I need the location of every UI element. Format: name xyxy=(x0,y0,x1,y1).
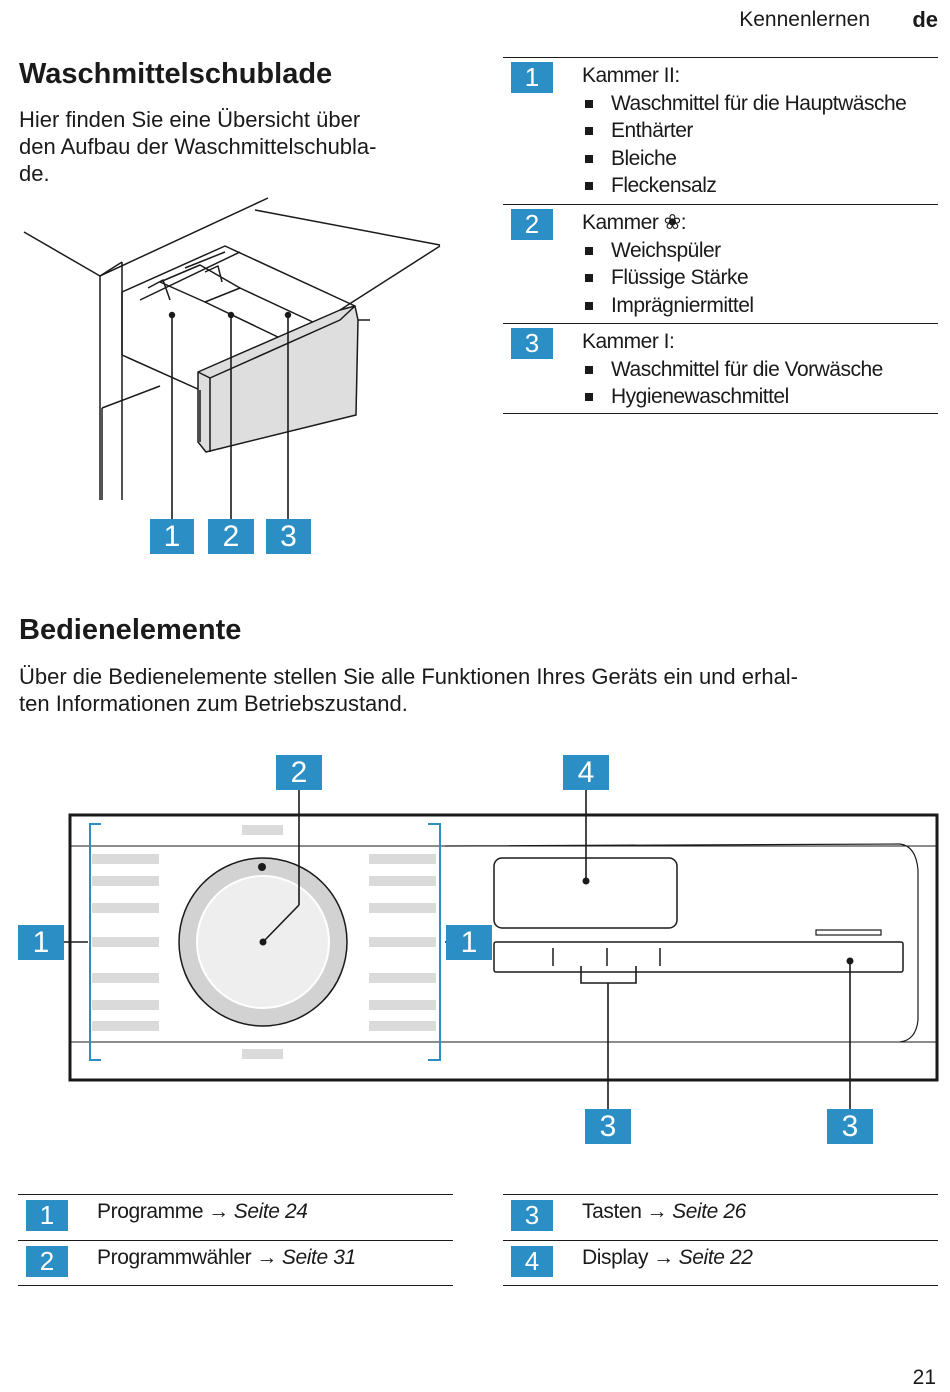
arrow-icon: → xyxy=(256,1246,277,1269)
reference-page-link[interactable]: Seite 26 xyxy=(672,1200,746,1223)
drawer-intro-line: den Aufbau der Waschmittelschubla- xyxy=(19,134,377,159)
chamber-label: Kammer ❀: xyxy=(582,211,687,234)
reference-badge: 3 xyxy=(511,1200,553,1231)
drawer-illustration xyxy=(23,197,441,520)
controls-intro: Über die Bedienelemente stellen Sie alle… xyxy=(19,663,944,717)
arrow-icon: → xyxy=(646,1200,668,1223)
chamber-item: Imprägniermittel xyxy=(582,292,754,320)
reference-badge: 4 xyxy=(511,1246,553,1277)
reference-label: Tasten xyxy=(582,1200,642,1223)
chamber-number-badge: 3 xyxy=(511,328,553,359)
reference-label: Display xyxy=(582,1246,649,1269)
panel-callout-buttons: 3 xyxy=(585,1109,631,1144)
chamber-label: Kammer I: xyxy=(582,330,675,353)
reference-page-link[interactable]: Seite 24 xyxy=(233,1200,308,1223)
reference-entry-buttons: Tasten→Seite 26 xyxy=(582,1200,746,1224)
control-panel-illustration xyxy=(62,788,939,1110)
chamber-entry: Kammer ❀: Weichspüler Flüssige Stärke Im… xyxy=(582,209,754,319)
chamber-entry: Kammer II: Waschmittel für die Hauptwäsc… xyxy=(582,62,907,200)
reference-entry-programs: Programme→Seite 24 xyxy=(97,1200,308,1224)
drawer-intro: Hier finden Sie eine Übersicht über den … xyxy=(19,106,459,187)
table-rule xyxy=(18,1285,453,1286)
table-rule xyxy=(503,204,938,205)
drawer-callout-2: 2 xyxy=(208,519,254,554)
controls-heading: Bedienelemente xyxy=(19,614,242,646)
drawer-callout-1: 1 xyxy=(150,519,194,554)
controls-intro-line: Über die Bedienelemente stellen Sie alle… xyxy=(19,664,799,689)
chamber-items: Waschmittel für die Vorwäsche Hygienewas… xyxy=(582,356,883,411)
arrow-icon: → xyxy=(208,1200,229,1223)
panel-callout-programs-left: 1 xyxy=(18,925,64,960)
chamber-item: Waschmittel für die Vorwäsche xyxy=(582,356,883,384)
reference-page-link[interactable]: Seite 22 xyxy=(678,1246,753,1269)
panel-callout-dial: 2 xyxy=(276,755,322,790)
chamber-item: Weichspüler xyxy=(582,237,754,265)
drawer-intro-line: Hier finden Sie eine Übersicht über xyxy=(19,107,361,132)
chamber-label: Kammer II: xyxy=(582,64,680,87)
chamber-item: Hygienewaschmittel xyxy=(582,383,883,411)
drawer-heading: Waschmittelschublade xyxy=(19,58,333,90)
table-rule xyxy=(503,57,938,58)
chamber-item: Fleckensalz xyxy=(582,172,906,200)
reference-page-link[interactable]: Seite 31 xyxy=(281,1246,356,1269)
chamber-item: Enthärter xyxy=(582,117,906,145)
controls-intro-line: ten Informationen zum Betriebszustand. xyxy=(19,691,408,716)
chamber-items: Weichspüler Flüssige Stärke Imprägniermi… xyxy=(582,237,754,320)
reference-label: Programme xyxy=(97,1200,204,1223)
table-rule xyxy=(503,1194,938,1195)
panel-callout-button-right: 3 xyxy=(827,1109,873,1144)
chamber-number-badge: 2 xyxy=(511,209,553,240)
table-rule xyxy=(503,1285,938,1286)
chamber-item: Flüssige Stärke xyxy=(582,264,754,292)
page-number: 21 xyxy=(912,1366,936,1389)
reference-entry-program-selector: Programmwähler→Seite 31 xyxy=(97,1246,356,1270)
reference-badge: 2 xyxy=(26,1246,68,1277)
table-rule xyxy=(503,1240,938,1241)
reference-label: Programmwähler xyxy=(97,1246,252,1269)
reference-entry-display: Display→Seite 22 xyxy=(582,1246,753,1270)
chamber-number-badge: 1 xyxy=(511,62,553,93)
table-rule xyxy=(18,1240,453,1241)
drawer-callout-3: 3 xyxy=(266,519,311,554)
reference-badge: 1 xyxy=(26,1200,68,1231)
language-code: de xyxy=(912,7,938,32)
chamber-items: Waschmittel für die Hauptwäsche Enthärte… xyxy=(582,90,907,200)
section-title: Kennenlernen xyxy=(739,8,870,31)
chamber-item: Bleiche xyxy=(582,145,906,173)
arrow-icon: → xyxy=(653,1246,674,1269)
panel-callout-programs-right: 1 xyxy=(446,925,492,960)
panel-callout-display: 4 xyxy=(563,755,609,790)
chamber-entry: Kammer I: Waschmittel für die Vorwäsche … xyxy=(582,328,883,411)
table-rule xyxy=(503,413,938,414)
table-rule xyxy=(18,1194,453,1195)
table-rule xyxy=(503,323,938,324)
chamber-item: Waschmittel für die Hauptwäsche xyxy=(582,90,907,118)
drawer-intro-line: de. xyxy=(19,161,50,186)
